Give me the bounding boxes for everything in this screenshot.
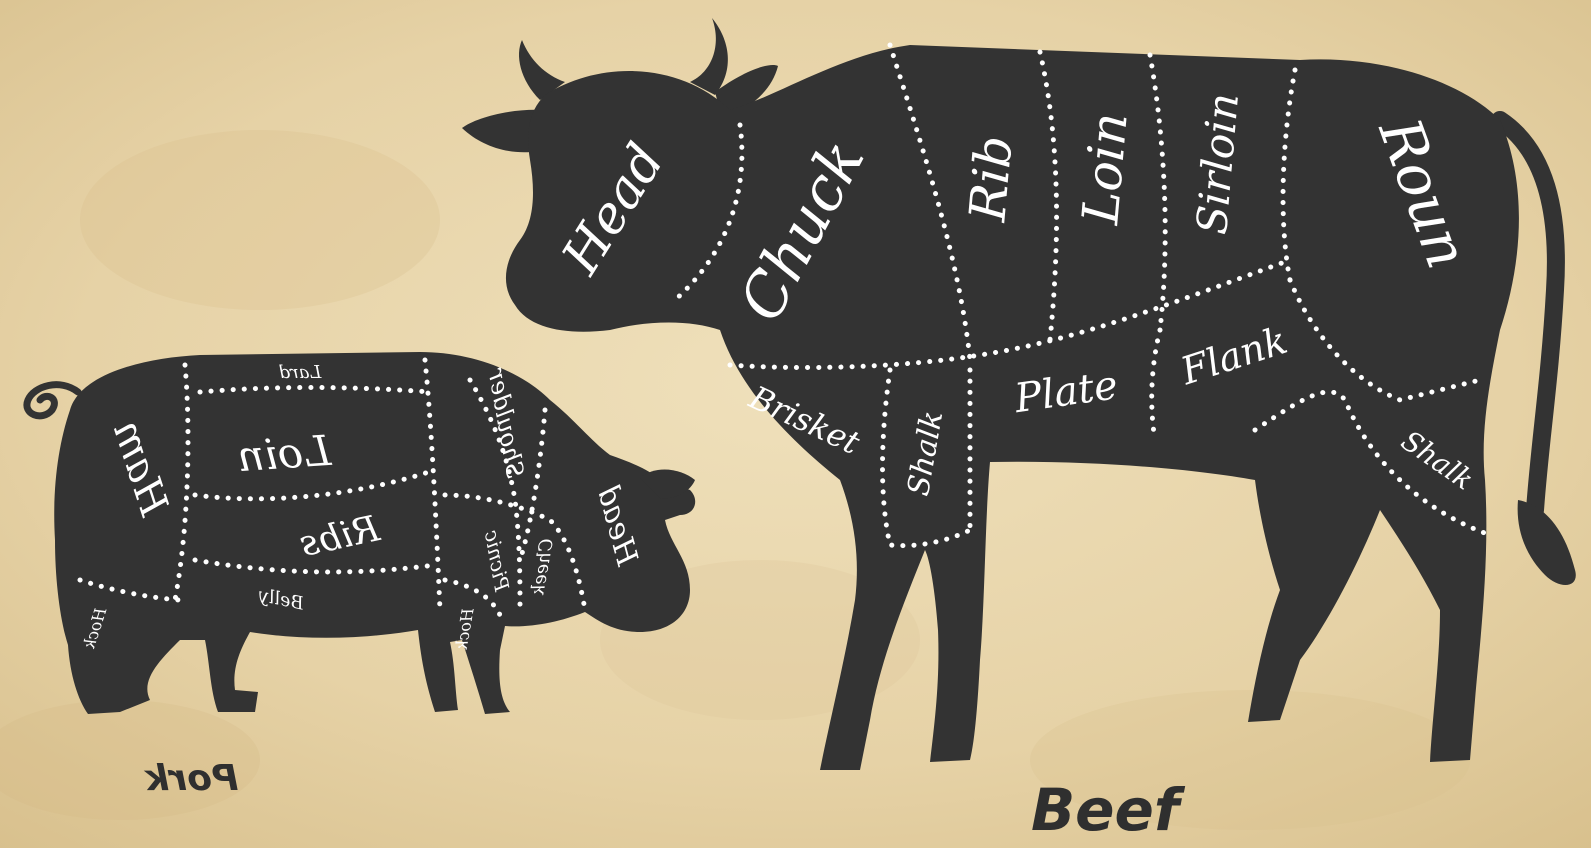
pork-cut-loin: Loin bbox=[236, 426, 334, 481]
pork-caption: Pork bbox=[144, 758, 239, 799]
beef-caption: Beef bbox=[1031, 776, 1186, 844]
beef-cut-loin: Loin bbox=[1071, 110, 1139, 227]
beef-cut-rib: Rib bbox=[958, 133, 1023, 224]
pork-cut-lard: Lard bbox=[279, 362, 323, 383]
